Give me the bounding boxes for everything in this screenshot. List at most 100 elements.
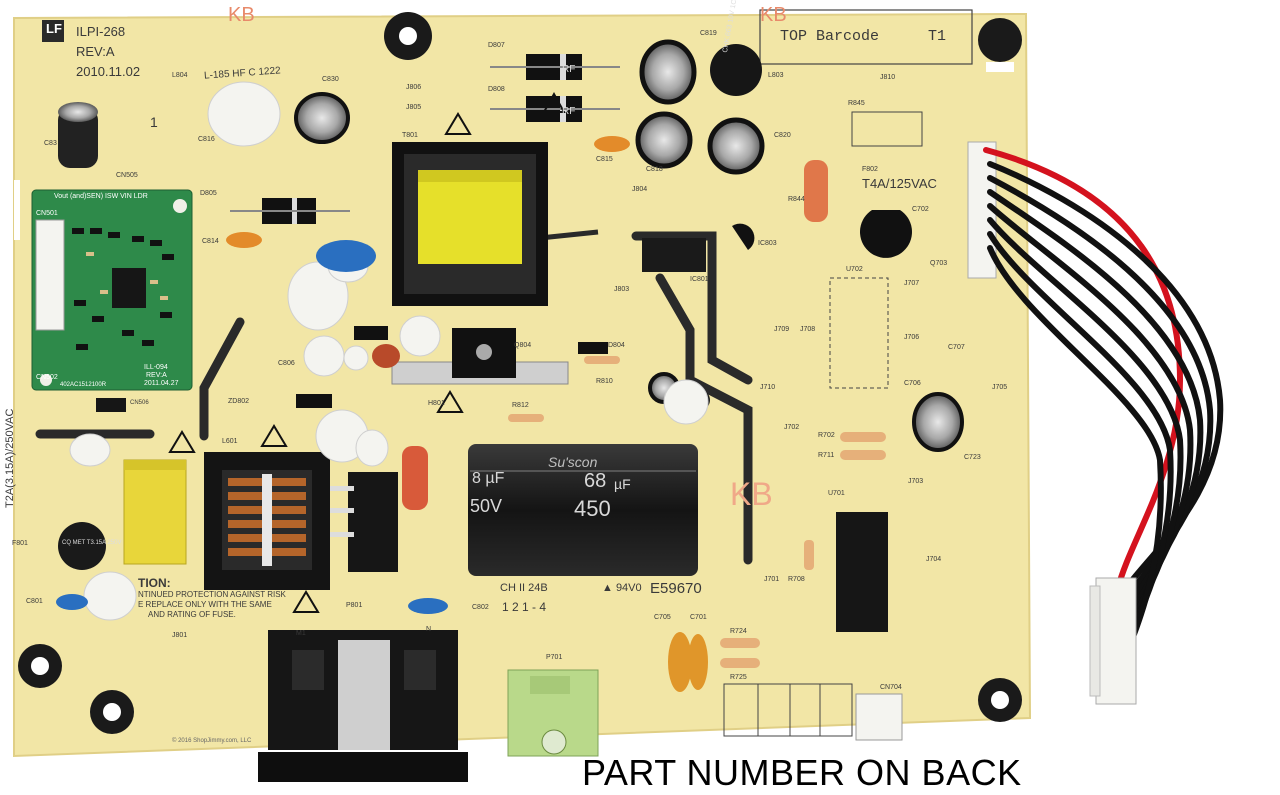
ref-designator: C816 <box>198 136 215 143</box>
ref-designator: J803 <box>614 286 630 293</box>
ref-designator: F801 <box>12 540 28 547</box>
ref-designator: J705 <box>992 384 1008 391</box>
warning-line-1: NTINUED PROTECTION AGAINST RISK <box>138 590 286 599</box>
ref-designator: C702 <box>912 206 929 213</box>
ref-designator: H801 <box>428 400 445 407</box>
pin-one-label: 1 <box>150 114 158 130</box>
ref-designator: R711 <box>818 452 835 459</box>
barcode-ref: T1 <box>928 28 947 45</box>
fuse-rating-secondary: T4A/125VAC <box>862 176 937 191</box>
ref-designator: C83 <box>44 140 57 147</box>
ref-designator: M1 <box>296 630 306 637</box>
ref-designator: J706 <box>904 334 920 341</box>
ref-designator: ZD802 <box>228 398 250 405</box>
ref-designator: R708 <box>788 576 805 583</box>
ref-designator: P801 <box>346 602 363 609</box>
ul-file: E59670 <box>650 580 702 597</box>
ref-designator: C819 <box>700 30 717 37</box>
ref-designator: R702 <box>818 432 835 439</box>
bulk-capacitor <box>468 444 698 576</box>
ref-designator: D808 <box>488 86 505 93</box>
ref-designator: CN704 <box>880 684 902 691</box>
daughter-rev: REV:A <box>146 372 167 379</box>
barcode-label: TOP Barcode <box>780 28 880 45</box>
corner-mark-left: KB <box>228 4 255 26</box>
ref-designator: J801 <box>172 632 188 639</box>
ref-designator: J709 <box>774 326 790 333</box>
ref-designator: J703 <box>908 478 924 485</box>
audio-jack <box>507 669 599 757</box>
resistors <box>402 111 923 668</box>
daughter-part: 402AC1512100R <box>60 382 107 388</box>
daughter-cn501: CN501 <box>36 210 58 217</box>
ref-designator: P701 <box>546 654 563 661</box>
ref-designator: R844 <box>788 196 805 203</box>
cap-brand: Su'scon <box>548 454 598 470</box>
daughter-date: 2011.04.27 <box>144 380 179 387</box>
ref-designator: RF <box>562 106 576 117</box>
ref-designator: C701 <box>690 614 707 621</box>
ref-designator: L803 <box>768 72 784 79</box>
board-date: 2010.11.02 <box>76 64 141 79</box>
ref-designator: D807 <box>488 42 505 49</box>
warning-triangles <box>168 91 566 613</box>
ref-designator: IC801 <box>690 276 709 283</box>
ref-designator: N <box>426 626 432 633</box>
date-code: 1 2 1 - 4 <box>502 600 547 614</box>
warning-line-2: E REPLACE ONLY WITH THE SAME <box>138 600 272 609</box>
ref-designator: R810 <box>596 378 613 385</box>
daughter-cn502: CN502 <box>36 374 58 381</box>
x-capacitor <box>123 459 187 565</box>
ref-designator: R725 <box>730 674 747 681</box>
corner-mark-right: KB <box>760 4 787 26</box>
board-model: ILPI-268 <box>76 24 126 39</box>
board-revision: REV:A <box>76 44 115 59</box>
ref-designator: R812 <box>512 402 529 409</box>
warning-line-3: AND RATING OF FUSE. <box>148 610 236 619</box>
daughter-model: ILL-094 <box>144 364 168 371</box>
cap-value: 68 <box>584 470 607 492</box>
diodes <box>230 54 620 408</box>
copyright-notice: © 2016 ShopJimmy.com, LLC <box>172 738 252 744</box>
ref-designator: L601 <box>222 438 238 445</box>
ac-inlet <box>258 630 468 782</box>
ref-designator: T801 <box>402 132 418 139</box>
ref-designator: U702 <box>846 266 863 273</box>
ref-designator: C723 <box>964 454 981 461</box>
ref-designator: C706 <box>904 380 921 387</box>
ref-designator: RF <box>562 64 576 75</box>
cap-left-voltage: 50V <box>470 496 503 516</box>
cap-voltage: 450 <box>574 496 611 521</box>
main-transformer <box>392 142 548 306</box>
ref-designator: Q703 <box>930 260 948 267</box>
cap-left-value: 8 µF <box>472 470 505 487</box>
part-number-caption: PART NUMBER ON BACK <box>582 752 1022 793</box>
wire-harness <box>983 147 1224 673</box>
ceramic-capacitors <box>56 136 708 692</box>
ref-designator: D804 <box>608 342 625 349</box>
ref-designator: C806 <box>278 360 295 367</box>
ref-designator: CN505 <box>116 172 138 179</box>
ref-designator: R724 <box>730 628 747 635</box>
ref-designator: C815 <box>596 156 613 163</box>
ref-designator: U701 <box>828 490 845 497</box>
harness-connector <box>1095 577 1137 705</box>
ref-designator: L804 <box>172 72 188 79</box>
kb-mark: KB <box>730 476 773 512</box>
ref-designator: C707 <box>948 344 965 351</box>
ref-designator: J710 <box>760 384 776 391</box>
ref-designator: C705 <box>654 614 671 621</box>
thermistor-label: CQ MET T3.15A 250V <box>62 540 122 546</box>
rating-94v: ▲ 94V0 <box>602 582 642 594</box>
ref-designator: J810 <box>880 74 896 81</box>
glue-blobs <box>69 81 709 621</box>
daughter-cn506: CN506 <box>130 400 149 406</box>
ref-designator: C801 <box>26 598 43 605</box>
ref-designator: C818 <box>646 166 663 173</box>
ul-marks: CH II 24B <box>500 582 548 594</box>
ref-designator: J804 <box>632 186 648 193</box>
electrolytic-capacitors <box>58 39 964 452</box>
cn704-connector <box>855 693 903 741</box>
input-choke <box>204 452 330 590</box>
